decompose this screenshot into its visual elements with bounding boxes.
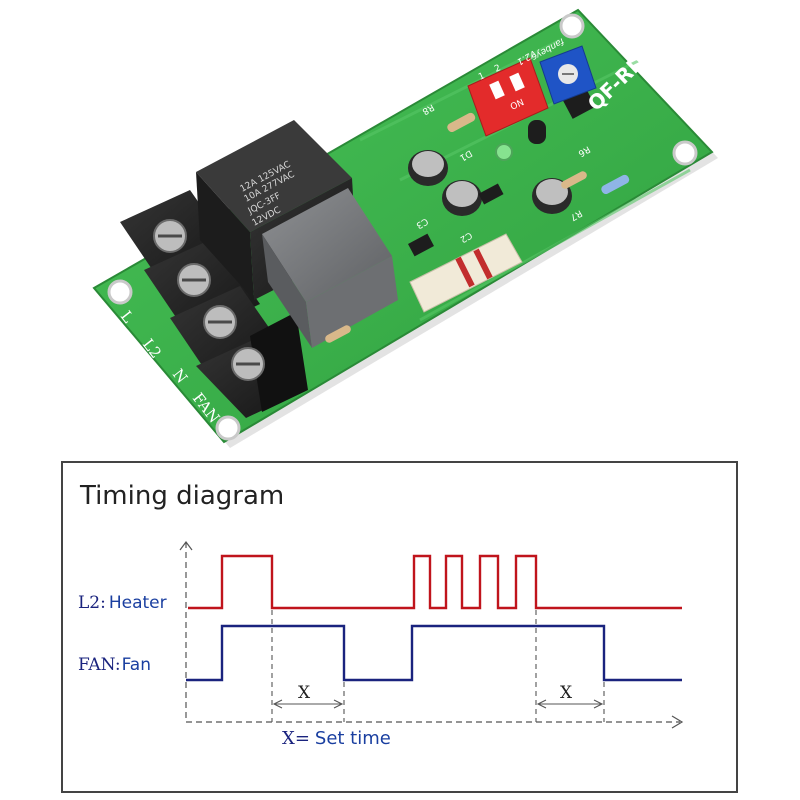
time-axis	[179, 541, 684, 729]
interval-label-2: X	[560, 683, 573, 703]
power-resistor	[409, 233, 523, 313]
interval-label-1: X	[298, 683, 311, 703]
interval-arrow-icon	[272, 699, 604, 709]
heater-label-prefix: L2:	[78, 593, 106, 613]
footnote-prefix: X=	[282, 728, 310, 749]
relay	[196, 120, 398, 348]
dip-switch	[467, 57, 549, 137]
heater-waveform	[188, 554, 682, 610]
diagram-title: Timing diagram	[79, 481, 284, 511]
fan-label-name: Fan	[122, 655, 151, 675]
potentiometer-icon	[539, 45, 597, 105]
footnote: X=Set time	[282, 728, 391, 749]
fan-label: FAN:Fan	[78, 655, 151, 675]
mounting-hole-icon	[107, 13, 698, 441]
heater-label-name: Heater	[109, 593, 167, 613]
fan-waveform	[186, 624, 682, 682]
led-icon	[495, 143, 513, 161]
terminal-screw-icon	[153, 219, 265, 381]
resistor	[325, 112, 630, 343]
heater-label: L2:Heater	[78, 593, 167, 613]
switch-number-2: 2	[493, 63, 502, 74]
delay-markers	[271, 610, 605, 722]
diagram-frame	[61, 461, 738, 793]
footnote-text: Set time	[315, 728, 391, 749]
pcb-board: L L2 N FAN JQC-3FF 12A 125VAC 10A 277VAC…	[92, 8, 718, 448]
fan-label-prefix: FAN:	[78, 655, 121, 675]
timing-diagram: Timing diagram X X	[61, 461, 738, 793]
switch-number-1: 1	[477, 71, 486, 82]
